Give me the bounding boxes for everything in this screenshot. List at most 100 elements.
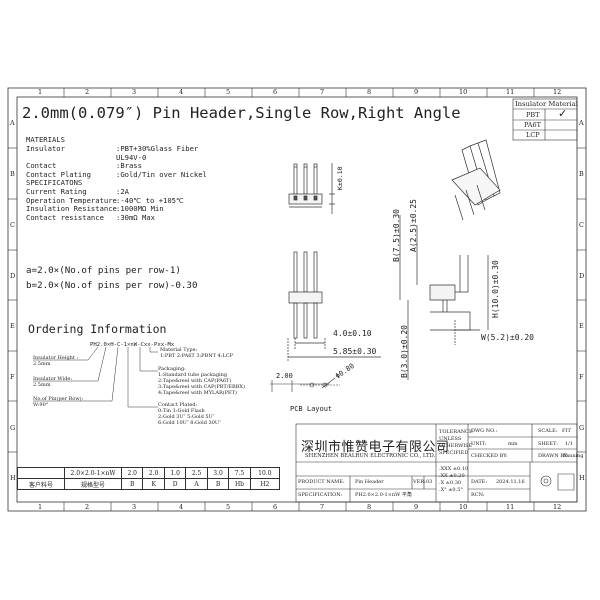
grid-col-1-bottom: 1: [38, 503, 43, 511]
grid-col-4-bottom: 4: [179, 503, 184, 511]
dim-585: 5.85±0.30: [333, 347, 377, 356]
dim-b3: B(3.0)±0.20: [400, 325, 409, 378]
order-packaging-1: 1:Standard tube packaging: [158, 372, 228, 378]
spec-value: :-40℃ to +105℃: [116, 195, 185, 205]
grid-col-7-bottom: 7: [320, 503, 325, 511]
spec-label: Current Rating: [26, 187, 87, 196]
dim-b-height: B(7.5)±0.30: [392, 209, 401, 262]
order-contact-plated-2: 2:Gold 3U″ 5:Gold 5U″: [158, 414, 215, 420]
grid-col-8: 8: [367, 88, 372, 96]
grid-row-e: E: [10, 322, 15, 330]
grid-row-a: A: [10, 119, 15, 127]
material-value: UL94V-0: [116, 152, 147, 162]
insulator-option-pa6t: PA6T: [524, 121, 541, 129]
grid-col-9: 9: [414, 88, 419, 96]
order-packaging-2: 2:Tape&reel with CAP(PA6T): [158, 378, 232, 384]
grid-col-10-bottom: 10: [459, 503, 468, 511]
order-material-type-value: 1:PBT 2:PA6T 3:PBNT 4:LCP: [160, 353, 233, 359]
size-header: H2: [249, 478, 281, 490]
drawing-title: 2.0mm(0.079″) Pin Header,Single Row,Righ…: [22, 104, 461, 122]
order-contact-plated-3: 6:Gold 10U″ 8:Gold 30U″: [158, 420, 221, 426]
insulator-option-lcp: LCP: [526, 131, 540, 139]
material-label: Contact: [26, 161, 57, 170]
dim-k: K±0.10: [336, 166, 344, 190]
rcn-label: RCN:: [471, 492, 485, 498]
unit-value: mm: [508, 441, 518, 447]
sheet-label: SHEET:: [538, 441, 558, 447]
order-pins-value: W:90°: [33, 402, 49, 408]
size-cell: 2.0: [142, 467, 165, 479]
spec-value-tb: PH2.0×2.0-1×nW 平角: [355, 492, 412, 498]
date-value: 2024.11.16: [496, 479, 525, 485]
grid-row-b: B: [10, 170, 15, 178]
grid-col-3: 3: [132, 88, 137, 96]
size-table-row: 2.0×2.0-1×nW 2.0 2.0 1.0 2.5 3.0 7.5 10.…: [17, 467, 281, 479]
pcb-layout-label: PCB Layout: [290, 405, 333, 413]
size-table-row: 客户料号 规格型号 B K D A B Hb H2: [17, 478, 281, 490]
grid-col-4: 4: [179, 88, 184, 96]
ver-value: 03: [426, 479, 433, 485]
grid-row-h-right: H: [579, 474, 585, 482]
company-name-cn: 深圳市惟赞电子有限公司: [301, 440, 450, 455]
tolerance-3: OTHERWISE: [439, 443, 473, 449]
order-packaging-3: 3:Tape&reel with CAP(PBT/EBBX): [158, 384, 245, 390]
material-value: :Gold/Tin over Nickel: [116, 169, 207, 179]
front-view-bottom: [287, 251, 381, 362]
size-cell-empty: [17, 467, 65, 479]
spec-label-tb: SPECIFICATION:: [298, 492, 343, 498]
grid-row-c-right: C: [579, 221, 584, 229]
size-cell: 2.0×2.0-1×nW: [64, 467, 122, 479]
ordering-code: PH2.0×H-C-1×nW-Cxx-Pxx-Mx: [90, 342, 175, 348]
company-name-en: SHENZHEN BEALRUN ELECTRONIC CO., LTD.: [305, 453, 436, 459]
size-header: 客户料号: [17, 478, 65, 490]
insulator-option-pbt: PBT: [526, 111, 540, 119]
pcb-layout: [270, 377, 340, 392]
tol-value-1: .XXX ±0.10: [439, 466, 469, 472]
spec-label: Operation Temperature: [26, 195, 117, 205]
grid-col-7: 7: [320, 88, 325, 96]
tolerance-2: UNLESS: [439, 436, 462, 442]
size-cell: 1.0: [163, 467, 187, 479]
size-cell: 10.0: [249, 467, 281, 479]
material-value: :Brass: [116, 161, 142, 170]
spec-value: :30mΩ Max: [116, 212, 155, 222]
size-cell: 3.0: [206, 467, 230, 479]
tolerance-1: TOLERANCE: [439, 429, 473, 435]
size-header: Hb: [228, 478, 251, 490]
formula-a: a=2.0×(No.of pins per row-1): [26, 265, 181, 276]
order-insulator-height: Insulator Height :: [33, 355, 79, 361]
size-header: A: [185, 478, 208, 490]
order-contact-plated-1: 0:Tin 1:Gold Flash: [158, 408, 205, 414]
grid-col-9-bottom: 9: [414, 503, 419, 511]
grid-row-g: G: [10, 424, 16, 432]
ordering-heading: Ordering Information: [28, 322, 167, 336]
checkmark-icon: ✓: [558, 107, 568, 120]
size-header: B: [206, 478, 230, 490]
order-packaging: Packaging:: [158, 366, 186, 372]
tolerance-4: SPECIFIED: [439, 450, 469, 456]
spec-value: :2A: [116, 187, 129, 196]
dim-w: W(5.2)±0.20: [481, 333, 534, 342]
scale-value: FIT: [562, 428, 571, 434]
grid-row-d-right: D: [579, 272, 585, 280]
size-cell: 7.5: [228, 467, 251, 479]
drawn-label: DRAWN BY:: [538, 453, 569, 459]
dim-4: 4.0±0.10: [333, 329, 372, 338]
dwg-no-label: DWG NO.:: [471, 428, 498, 434]
date-label: DATE:: [471, 479, 488, 485]
size-header: D: [163, 478, 187, 490]
grid-col-8-bottom: 8: [367, 503, 372, 511]
scale-label: SCALE:: [538, 428, 558, 434]
dim-h-height: H(10.0)±0.30: [491, 260, 500, 318]
spec-label: Contact resistance: [26, 212, 104, 222]
grid-col-3-bottom: 3: [132, 503, 137, 511]
grid-row-f: F: [10, 373, 15, 381]
tol-value-2: .XX ±0.20: [439, 473, 465, 479]
order-pins: No.of Pin(per Row):: [33, 396, 84, 402]
grid-row-g-right: G: [579, 424, 585, 432]
size-header: K: [142, 478, 165, 490]
materials-heading: MATERIALS: [26, 135, 65, 144]
size-header: 规格型号: [64, 478, 122, 490]
